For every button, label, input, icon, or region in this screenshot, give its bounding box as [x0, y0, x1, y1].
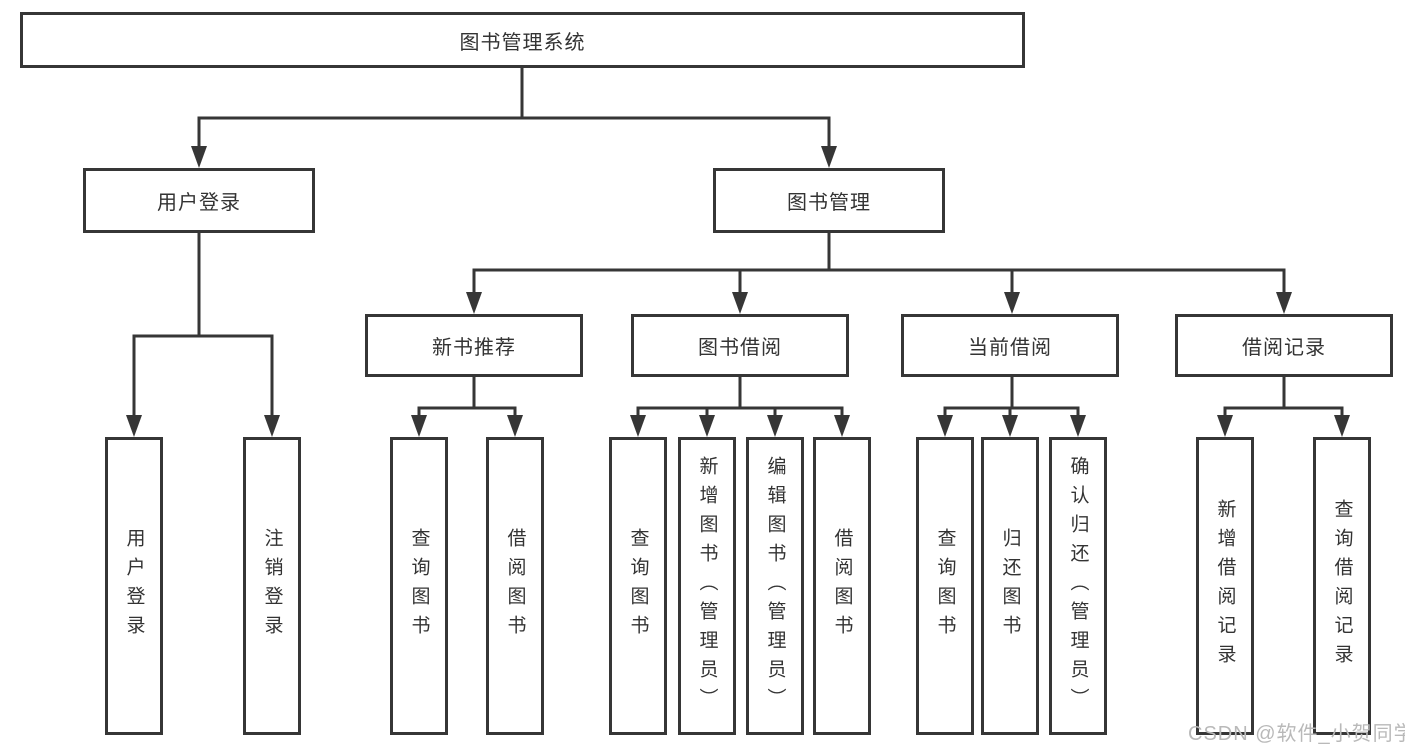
node-edit-book-admin: 编辑图书（管理员） [746, 437, 804, 735]
node-library-system: 图书管理系统 [20, 12, 1025, 68]
node-query-books-borrow: 查询图书 [609, 437, 667, 735]
node-book-management: 图书管理 [713, 168, 945, 233]
node-current-borrow: 当前借阅 [901, 314, 1119, 377]
node-query-borrow-record: 查询借阅记录 [1313, 437, 1371, 735]
node-logout: 注销登录 [243, 437, 301, 735]
node-user-login: 用户登录 [83, 168, 315, 233]
node-return-books: 归还图书 [981, 437, 1039, 735]
node-add-borrow-record: 新增借阅记录 [1196, 437, 1254, 735]
node-add-book-admin: 新增图书（管理员） [678, 437, 736, 735]
node-book-borrow: 图书借阅 [631, 314, 849, 377]
node-query-books-newbook: 查询图书 [390, 437, 448, 735]
node-borrow-books-borrow: 借阅图书 [813, 437, 871, 735]
node-borrow-records: 借阅记录 [1175, 314, 1393, 377]
node-user-login-leaf: 用户登录 [105, 437, 163, 735]
node-new-book-recommend: 新书推荐 [365, 314, 583, 377]
node-borrow-books-newbook: 借阅图书 [486, 437, 544, 735]
node-confirm-return-admin: 确认归还（管理员） [1049, 437, 1107, 735]
node-query-books-current: 查询图书 [916, 437, 974, 735]
arrow-down-icons [126, 146, 1350, 437]
watermark: CSDN @软件_小贺同学 [1188, 723, 1405, 745]
